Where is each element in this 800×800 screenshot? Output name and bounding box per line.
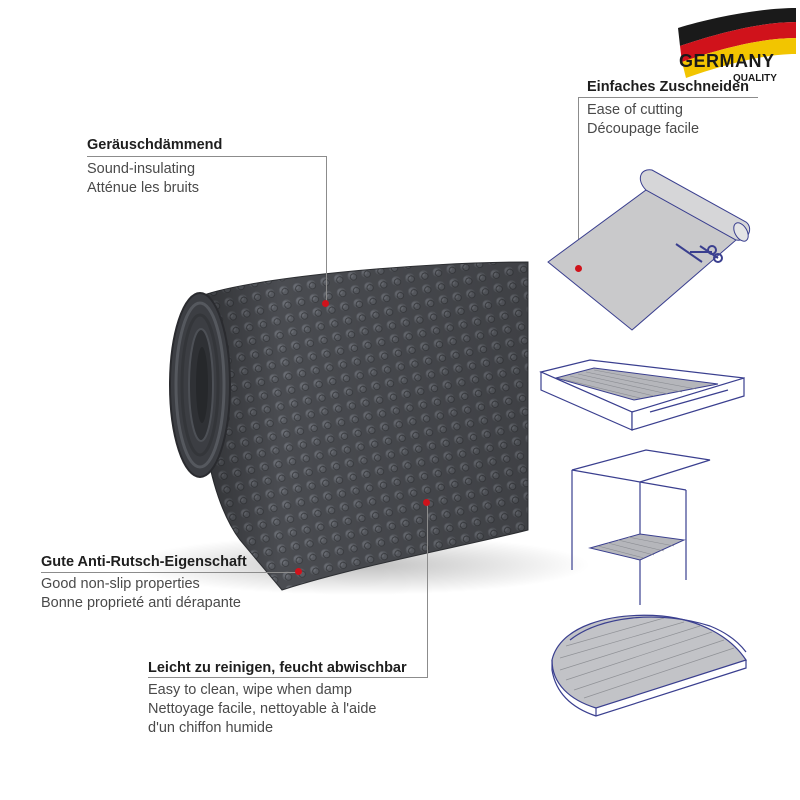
feature-text-fr: Découpage facile <box>587 121 700 137</box>
feature-text-en: Sound-insulating <box>87 161 196 177</box>
divider-line <box>578 97 758 98</box>
feature-text-fr: Nettoyage facile, nettoyable à l'aide <box>148 701 377 717</box>
feature-sound-insulating: Geräuschdämmend <box>87 137 222 153</box>
marker-dot <box>295 568 302 575</box>
feature-text-fr: Atténue les bruits <box>87 180 200 196</box>
divider-line <box>87 156 327 157</box>
feature-non-slip: Gute Anti-Rutsch-Eigenschaft <box>41 554 247 570</box>
leader-line <box>427 503 428 678</box>
feature-text-fr: d'un chiffon humide <box>148 720 274 736</box>
feature-text-en: Ease of cutting <box>587 102 683 118</box>
feature-text-fr: Bonne proprieté anti dérapante <box>41 595 241 611</box>
feature-title: Gute Anti-Rutsch-Eigenschaft <box>41 554 247 570</box>
divider-line <box>148 677 428 678</box>
feature-title: Einfaches Zuschneiden <box>587 79 749 95</box>
feature-text-en: Good non-slip properties <box>41 576 200 592</box>
feature-easy-to-clean: Leicht zu reinigen, feucht abwischbar <box>148 660 407 676</box>
badge-germany-text: GERMANY <box>679 51 775 71</box>
leader-line <box>578 97 579 267</box>
feature-text-en: Easy to clean, wipe when damp <box>148 682 352 698</box>
feature-ease-of-cutting: Einfaches Zuschneiden <box>587 79 749 95</box>
leader-line <box>326 156 327 302</box>
feature-title: Leicht zu reinigen, feucht abwischbar <box>148 660 407 676</box>
marker-dot <box>423 499 430 506</box>
marker-dot <box>575 265 582 272</box>
badge-quality-text: QUALITY <box>733 73 777 84</box>
divider-line <box>41 572 301 573</box>
feature-title: Geräuschdämmend <box>87 137 223 153</box>
marker-dot <box>322 300 329 307</box>
